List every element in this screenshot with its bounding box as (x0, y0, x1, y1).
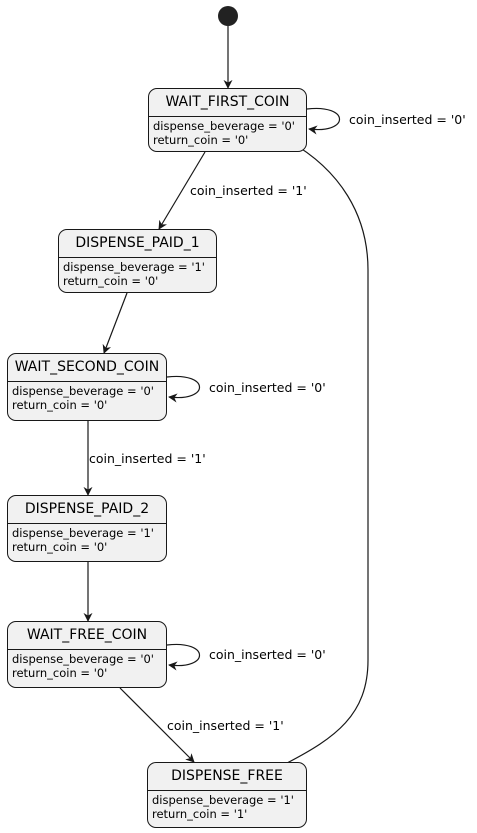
state-actions: dispense_beverage = '1' return_coin = '0… (59, 258, 216, 288)
edge-label-wait-first-coin-to-dispense-paid-1: coin_inserted = '1' (190, 183, 307, 198)
state-action-line: dispense_beverage = '0' (153, 119, 295, 133)
edge-label-wait-free-coin-to-dispense-free: coin_inserted = '1' (167, 718, 284, 733)
initial-state-dot (218, 6, 238, 26)
state-actions: dispense_beverage = '1' return_coin = '1… (148, 791, 306, 821)
state-action-line: return_coin = '0' (12, 666, 108, 680)
transition-wait-first-coin-to-dispense-paid-1 (158, 151, 206, 230)
state-action-line: dispense_beverage = '0' (12, 384, 154, 398)
state-wait-free-coin: WAIT_FREE_COIN dispense_beverage = '0' r… (7, 621, 167, 688)
state-dispense-free: DISPENSE_FREE dispense_beverage = '1' re… (147, 762, 307, 828)
state-action-line: dispense_beverage = '1' (63, 260, 205, 274)
edge-label-wait-first-coin-self: coin_inserted = '0' (349, 112, 466, 127)
transition-wait-first-coin-self-loop (306, 107, 340, 135)
state-title: DISPENSE_PAID_2 (8, 496, 166, 524)
state-dispense-paid-2: DISPENSE_PAID_2 dispense_beverage = '1' … (7, 495, 167, 562)
state-action-line: return_coin = '0' (153, 133, 249, 147)
state-action-line: return_coin = '0' (12, 540, 108, 554)
state-wait-first-coin: WAIT_FIRST_COIN dispense_beverage = '0' … (148, 88, 307, 152)
transition-dispense-paid-1-to-wait-second-coin (102, 292, 128, 354)
state-dispense-paid-1: DISPENSE_PAID_1 dispense_beverage = '1' … (58, 229, 217, 293)
state-action-line: return_coin = '1' (152, 807, 248, 821)
state-title: WAIT_FREE_COIN (8, 622, 166, 650)
state-action-line: return_coin = '0' (12, 398, 108, 412)
state-actions: dispense_beverage = '1' return_coin = '0… (8, 524, 166, 554)
transition-dispense-free-to-wait-first-coin (286, 140, 369, 764)
state-title: DISPENSE_PAID_1 (59, 230, 216, 258)
state-actions: dispense_beverage = '0' return_coin = '0… (8, 650, 166, 680)
state-action-line: dispense_beverage = '1' (152, 793, 294, 807)
state-title: WAIT_SECOND_COIN (8, 354, 166, 382)
state-actions: dispense_beverage = '0' return_coin = '0… (8, 382, 166, 412)
edge-label-wait-second-coin-self: coin_inserted = '0' (209, 380, 326, 395)
state-title: DISPENSE_FREE (148, 763, 306, 791)
transition-wait-free-coin-self-loop (166, 643, 200, 671)
transition-wait-free-coin-to-dispense-free (119, 687, 195, 763)
state-action-line: dispense_beverage = '1' (12, 526, 154, 540)
edge-label-wait-free-coin-self: coin_inserted = '0' (209, 647, 326, 662)
state-actions: dispense_beverage = '0' return_coin = '0… (149, 117, 306, 147)
state-action-line: return_coin = '0' (63, 274, 159, 288)
state-wait-second-coin: WAIT_SECOND_COIN dispense_beverage = '0'… (7, 353, 167, 421)
state-title: WAIT_FIRST_COIN (149, 89, 306, 117)
edge-label-wait-second-coin-to-dispense-paid-2: coin_inserted = '1' (89, 451, 206, 466)
transition-wait-second-coin-self-loop (166, 375, 200, 403)
state-action-line: dispense_beverage = '0' (12, 652, 154, 666)
